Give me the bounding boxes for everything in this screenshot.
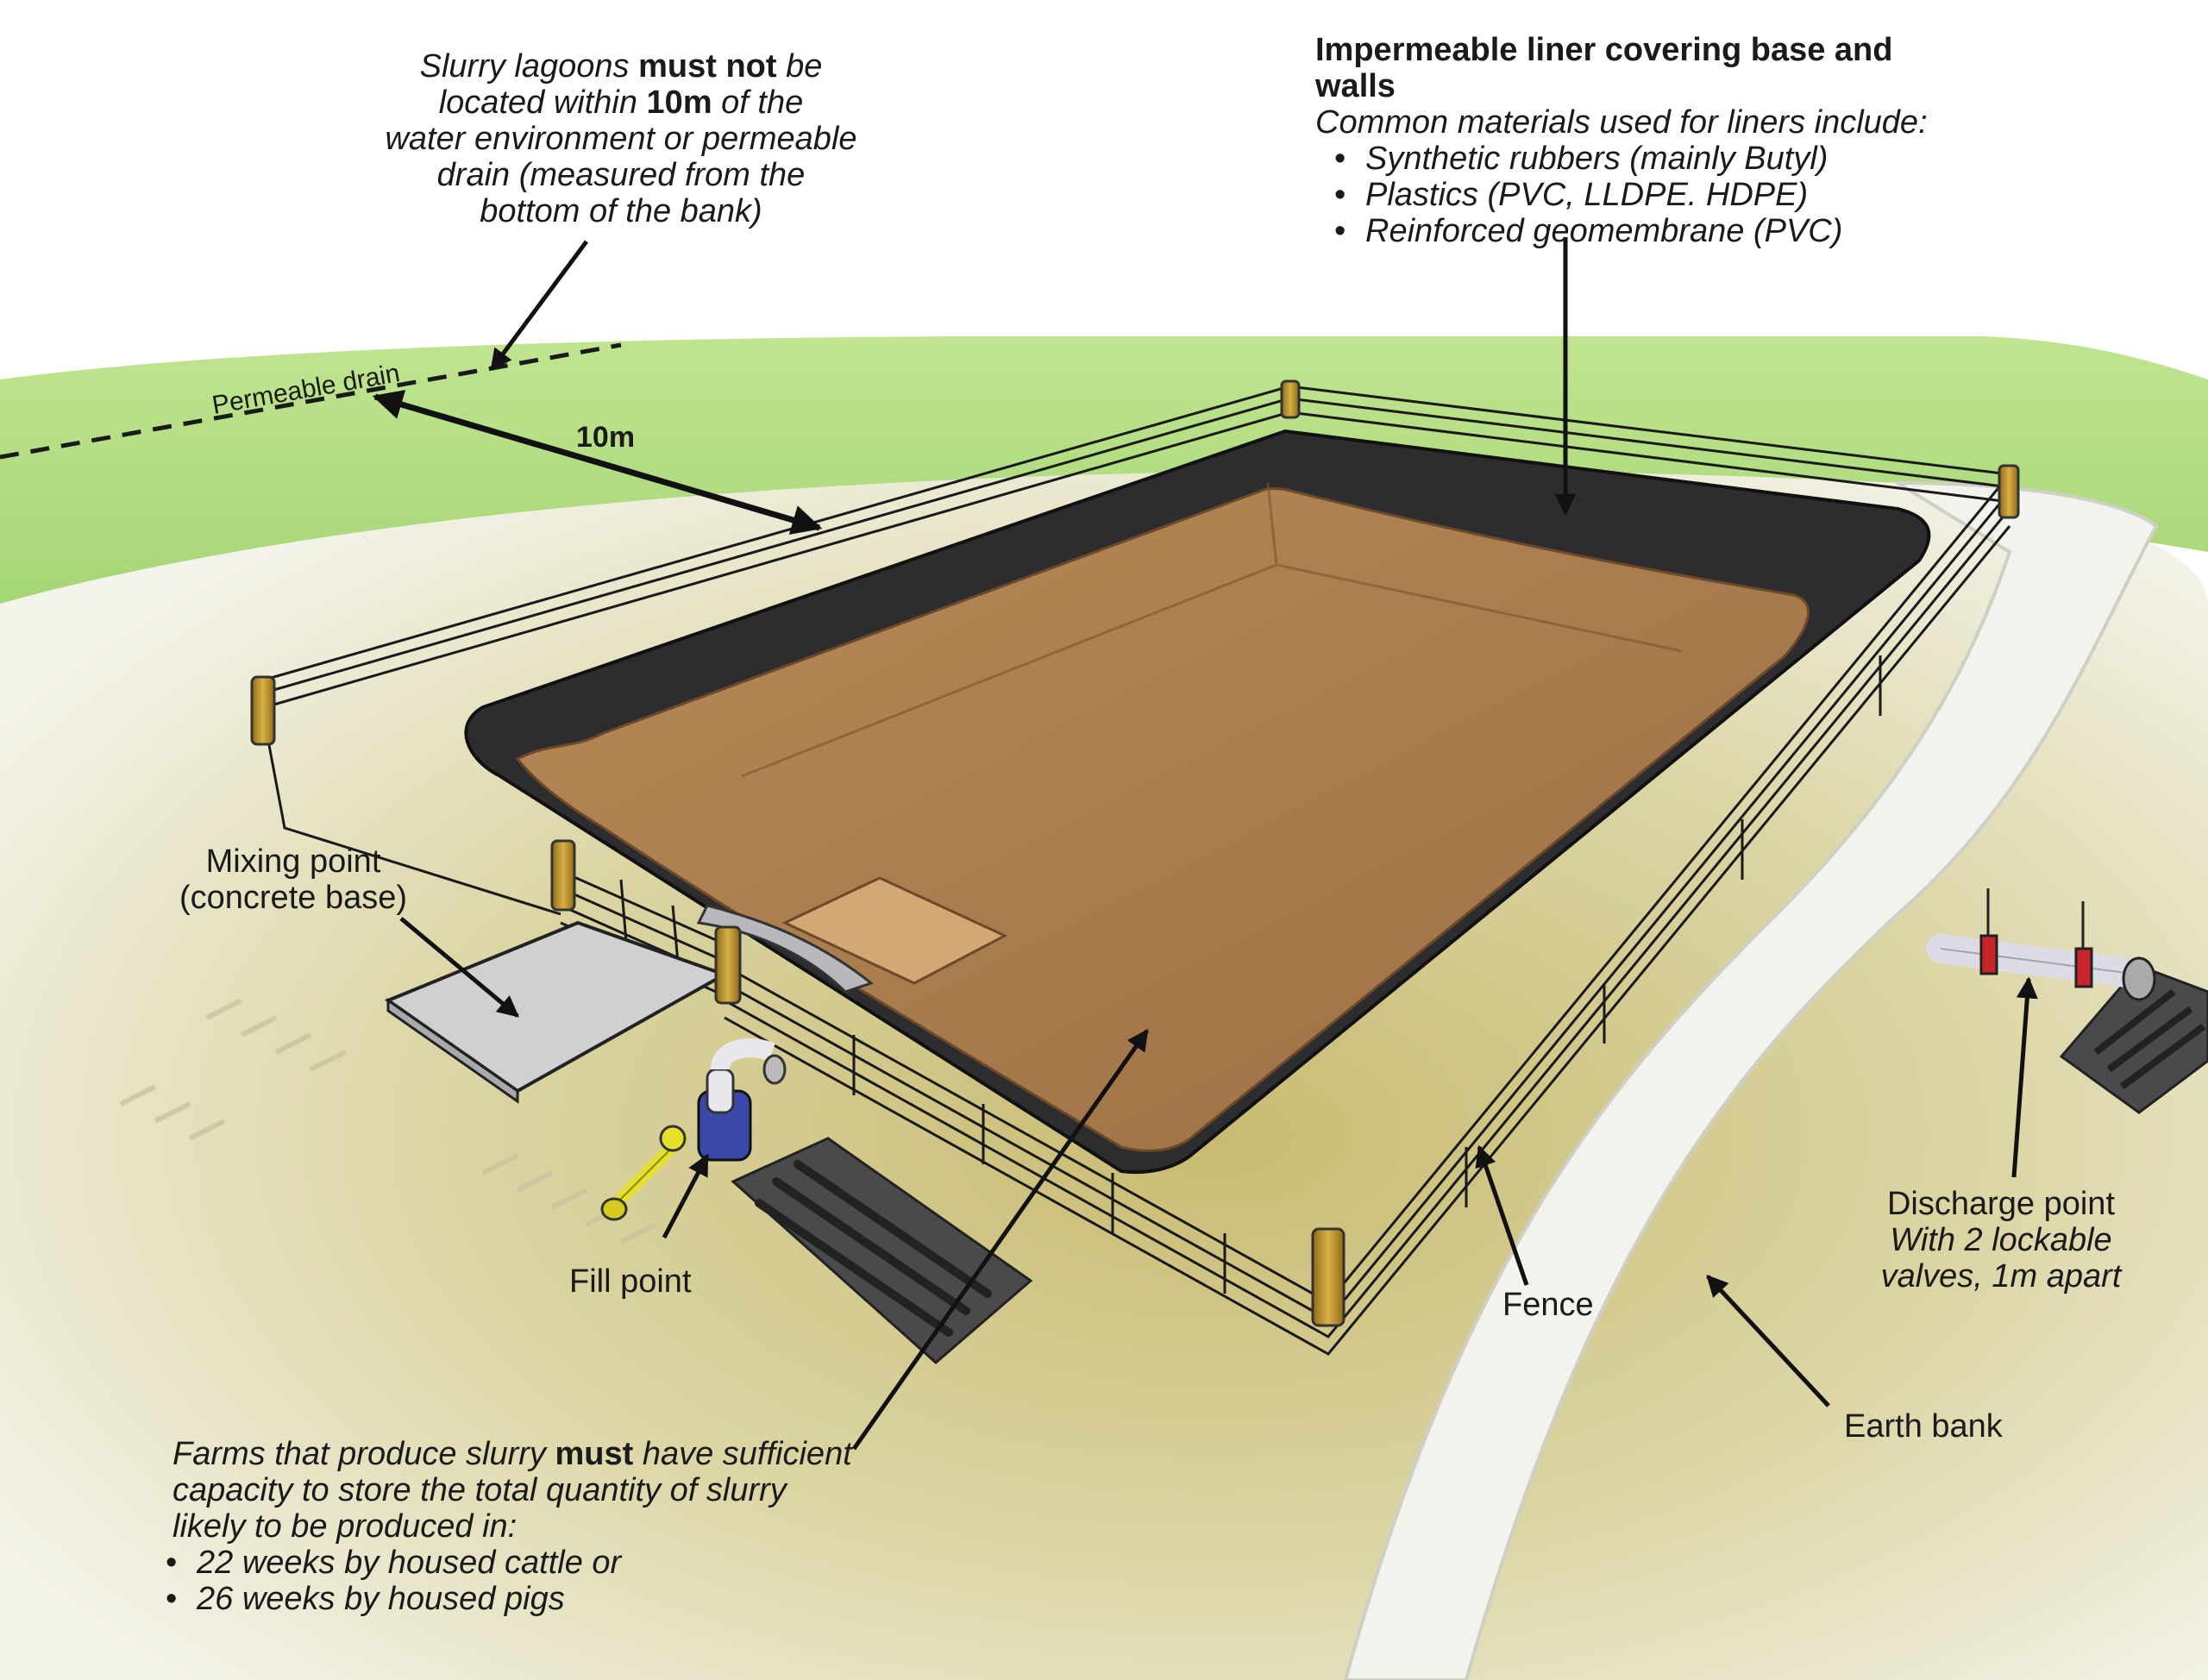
liner-item: Reinforced geomembrane (PVC): [1315, 213, 1971, 249]
capacity-note: Farms that produce slurry must have suff…: [166, 1436, 880, 1617]
annotation-arrows: [399, 237, 2038, 1451]
slurry-location-note: Slurry lagoons must not be located withi…: [385, 48, 857, 229]
arrow-capacity: [851, 1028, 1150, 1451]
distance-label: 10m: [576, 421, 635, 454]
liner-subtitle: Common materials used for liners include…: [1315, 104, 1928, 141]
fence-posts: [250, 379, 2020, 1327]
fill-point-pump: [600, 1038, 787, 1221]
slurry-surface: [515, 487, 1810, 1152]
capacity-item: 26 weeks by housed pigs: [147, 1581, 880, 1617]
gate-ramp: [696, 904, 875, 994]
arrow-fence: [1475, 1144, 1529, 1286]
liner-title: Impermeable liner covering base and wall…: [1315, 32, 1893, 104]
earth-bank-label: Earth bank: [1844, 1408, 2003, 1445]
arrow-earth-bank: [1706, 1275, 1830, 1407]
tyre-tracks: [119, 998, 657, 1244]
fence-label: Fence: [1502, 1287, 1594, 1323]
discharge-point: [1926, 888, 2208, 1114]
arrow-discharge: [2011, 976, 2038, 1178]
liner-item: Plastics (PVC, LLDPE. HDPE): [1315, 177, 1971, 213]
capacity-item: 22 weeks by housed cattle or: [147, 1545, 880, 1581]
drain-grate: [731, 1137, 1033, 1364]
mixing-point-label: Mixing point (concrete base): [179, 843, 407, 916]
permeable-drain-line: [0, 342, 622, 460]
discharge-point-label: Discharge point With 2 lockable valves, …: [1880, 1186, 2122, 1294]
arrow-fill-point: [662, 1153, 710, 1239]
mixing-ramp: [781, 876, 1008, 985]
earth-bank: [1343, 480, 2159, 1680]
fill-point-label: Fill point: [569, 1263, 692, 1300]
arrow-slurry-location: [489, 240, 589, 372]
liner-item: Synthetic rubbers (mainly Butyl): [1315, 141, 1971, 177]
arrow-mixing-point: [399, 917, 519, 1018]
arrow-10m: [372, 390, 823, 535]
liner-note: Impermeable liner covering base and wall…: [1315, 32, 1971, 249]
